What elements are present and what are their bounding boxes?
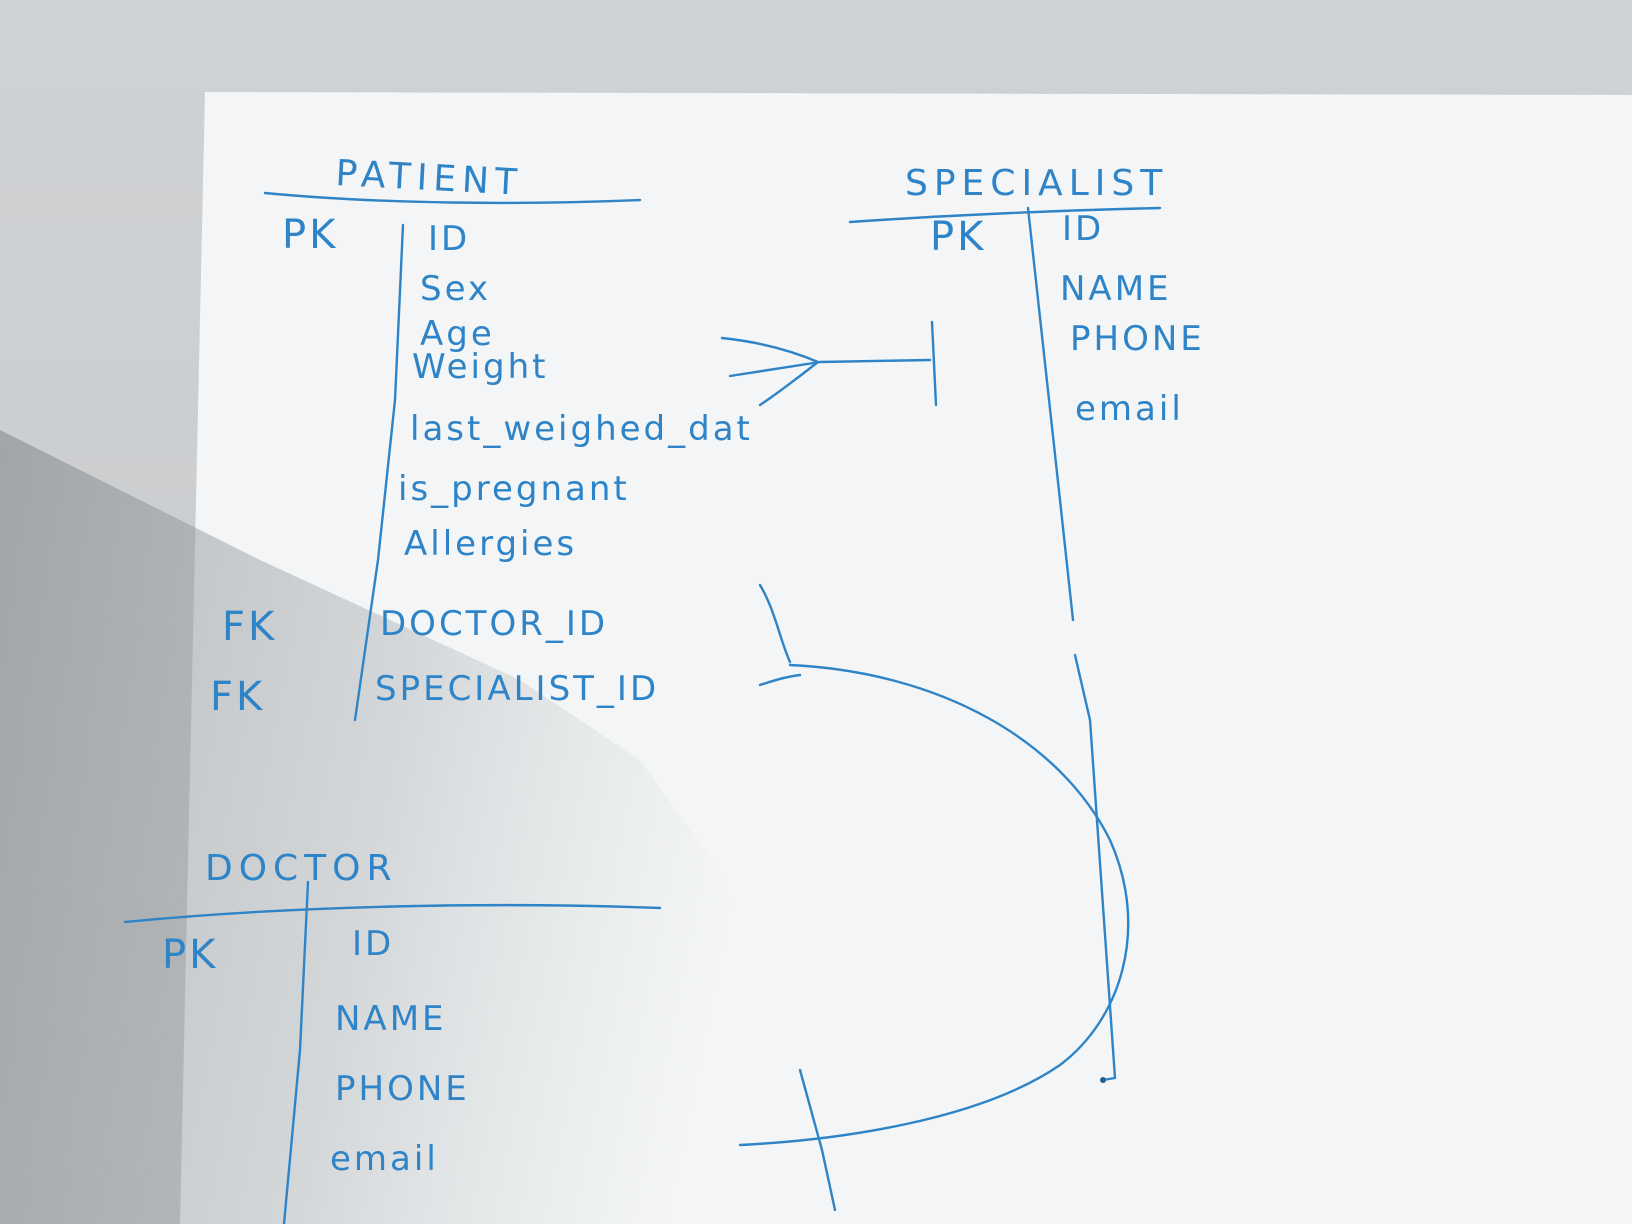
specialist-title: SPECIALIST bbox=[905, 163, 1168, 204]
patient-field-allergies: Allergies bbox=[404, 524, 577, 564]
ink-dot bbox=[1100, 1077, 1106, 1083]
patient-header-line bbox=[263, 191, 642, 205]
doctor-title: DOCTOR bbox=[205, 848, 398, 889]
crows-foot-upper bbox=[720, 336, 820, 364]
relationship-line bbox=[728, 358, 932, 378]
crows-foot-lower bbox=[758, 360, 820, 407]
doctor-field-id: ID bbox=[352, 924, 394, 964]
patient-title: PATIENT bbox=[335, 153, 524, 204]
patient-fk-doctor-label: FK bbox=[222, 604, 277, 650]
doctor-pk-label: PK bbox=[162, 932, 218, 978]
patient-divider-line bbox=[353, 223, 405, 722]
doctor-field-email: email bbox=[330, 1139, 439, 1179]
specialist-divider-line bbox=[1026, 206, 1075, 622]
specialist-pk-label: PK bbox=[930, 214, 986, 260]
fk-bracket-specialist bbox=[758, 673, 802, 687]
patient-field-last-weighed: last_weighed_dat bbox=[410, 409, 753, 449]
bracket-line bbox=[1073, 653, 1117, 1082]
patient-pk-label: PK bbox=[282, 212, 338, 258]
patient-field-sex: Sex bbox=[420, 269, 491, 309]
specialist-field-phone: PHONE bbox=[1070, 319, 1205, 359]
specialist-table: SPECIALIST PK ID NAME PHONE email bbox=[848, 163, 1205, 622]
doctor-header-line bbox=[123, 903, 662, 924]
doctor-field-phone: PHONE bbox=[335, 1069, 470, 1109]
curve-crossbar bbox=[798, 1068, 837, 1212]
relationship-patient-specialist bbox=[720, 320, 938, 407]
fk-bracket-doctor bbox=[758, 583, 792, 664]
patient-field-id: ID bbox=[428, 219, 470, 259]
patient-field-specialist-id: SPECIALIST_ID bbox=[375, 669, 659, 709]
patient-fk-specialist-label: FK bbox=[210, 674, 265, 720]
doctor-table: DOCTOR PK ID NAME PHONE email bbox=[123, 848, 662, 1224]
relationship-curve bbox=[738, 663, 1130, 1147]
specialist-header-line bbox=[848, 206, 1162, 224]
patient-field-weight: Weight bbox=[412, 347, 548, 387]
specialist-field-id: ID bbox=[1062, 209, 1104, 249]
patient-field-doctor-id: DOCTOR_ID bbox=[380, 604, 608, 644]
specialist-field-email: email bbox=[1075, 389, 1184, 429]
one-bar-marker bbox=[930, 320, 938, 407]
specialist-bracket bbox=[1073, 653, 1117, 1083]
patient-field-is-pregnant: is_pregnant bbox=[398, 469, 630, 509]
patient-table: PATIENT PK FK FK ID Sex Age Weight last_… bbox=[210, 153, 753, 722]
doctor-divider-line bbox=[282, 880, 310, 1224]
specialist-field-name: NAME bbox=[1060, 269, 1172, 309]
doctor-field-name: NAME bbox=[335, 999, 447, 1039]
patient-field-age: Age bbox=[420, 314, 495, 354]
relationship-patient-doctor bbox=[738, 583, 1130, 1212]
